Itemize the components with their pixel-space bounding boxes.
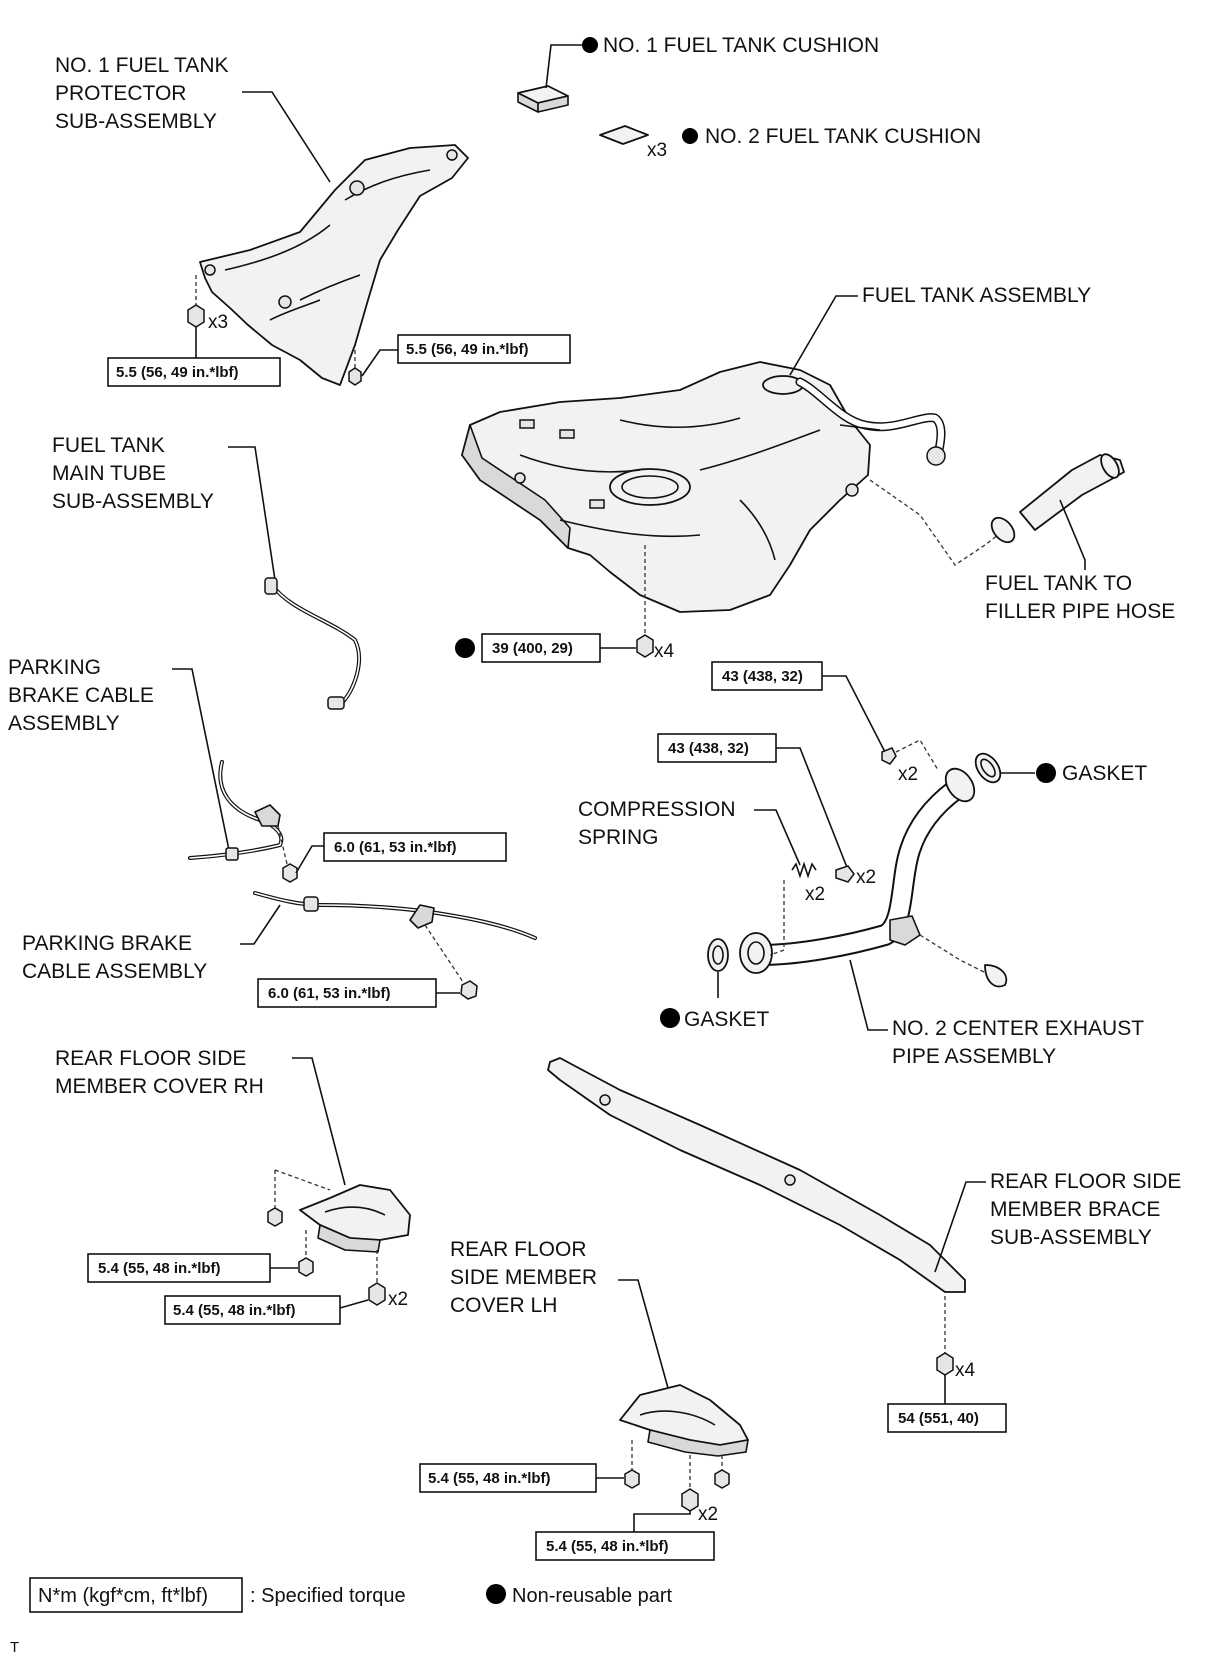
non-reusable-mark <box>660 1008 680 1028</box>
exhaust-label-line2: PIPE ASSEMBLY <box>892 1045 1056 1068</box>
bolt-icon <box>714 1469 730 1489</box>
main-tube-label-line1: FUEL TANK <box>52 434 165 457</box>
bolt-icon <box>298 1257 314 1277</box>
bolt-icon <box>624 1469 640 1489</box>
protector-left-torque: 5.5 (56, 49 in.*lbf) <box>116 364 239 381</box>
exhaust-upper-torque: 43 (438, 32) <box>722 668 803 685</box>
brace-torque: 54 (551, 40) <box>898 1410 979 1427</box>
lh-lower-torque: 5.4 (55, 48 in.*lbf) <box>546 1538 669 1555</box>
parking-brake-cable-upper: PARKING BRAKE CABLE ASSEMBLY 6.0 (61, 53… <box>8 656 507 883</box>
brace-bolts-multiplier: x4 <box>955 1360 976 1381</box>
bolt-icon <box>936 1352 954 1376</box>
legend-torque-box: N*m (kgf*cm, ft*lbf) <box>38 1585 208 1607</box>
legend-non-reusable: Non-reusable part <box>512 1585 673 1607</box>
brace-label-line1: REAR FLOOR SIDE <box>990 1170 1181 1193</box>
non-reusable-mark <box>455 638 475 658</box>
fuel-tank-assembly: FUEL TANK ASSEMBLY x4 39 (400, 29) <box>455 284 1091 663</box>
brace-label-line3: SUB-ASSEMBLY <box>990 1226 1152 1249</box>
parking-brake-cable-lower: 6.0 (61, 53 in.*lbf) PARKING BRAKE CABLE… <box>22 891 537 1008</box>
exhaust-label-line1: NO. 2 CENTER EXHAUST <box>892 1017 1144 1040</box>
brake-cable-1-label-line1: PARKING <box>8 656 101 679</box>
rh-bolts-multiplier: x2 <box>388 1289 408 1310</box>
tank-bolts-multiplier: x4 <box>654 641 675 662</box>
rear-floor-side-member-brace: REAR FLOOR SIDE MEMBER BRACE SUB-ASSEMBL… <box>547 1057 1181 1433</box>
protector-bolts-multiplier: x3 <box>208 312 228 333</box>
cover-lh-label-line2: SIDE MEMBER <box>450 1266 597 1289</box>
no1-fuel-tank-cushion: NO. 1 FUEL TANK CUSHION <box>517 34 879 113</box>
lh-upper-torque: 5.4 (55, 48 in.*lbf) <box>428 1470 551 1487</box>
exhaust-lower-torque: 43 (438, 32) <box>668 740 749 757</box>
filler-hose-label-line2: FILLER PIPE HOSE <box>985 600 1175 623</box>
non-reusable-mark <box>1036 763 1056 783</box>
spring-icon <box>791 861 817 879</box>
spring-label-line1: COMPRESSION <box>578 798 736 821</box>
fuel-tank-label: FUEL TANK ASSEMBLY <box>862 284 1091 307</box>
no2-cushion-multiplier: x3 <box>647 140 667 161</box>
legend: N*m (kgf*cm, ft*lbf) : Specified torque … <box>29 1577 673 1613</box>
exhaust-upper-bolts-multiplier: x2 <box>898 764 918 785</box>
non-reusable-mark <box>582 37 598 53</box>
rear-floor-side-member-cover-rh: REAR FLOOR SIDE MEMBER COVER RH 5.4 (55,… <box>55 1047 411 1325</box>
gasket-left-label: GASKET <box>684 1008 769 1031</box>
non-reusable-mark <box>486 1584 506 1604</box>
bolt-icon <box>835 865 855 883</box>
tank-torque: 39 (400, 29) <box>492 640 573 657</box>
exhaust-lower-bolts-multiplier: x2 <box>856 867 876 888</box>
no2-cushion-label: NO. 2 FUEL TANK CUSHION <box>705 125 981 148</box>
legend-torque-desc: : Specified torque <box>250 1585 406 1607</box>
brake-cable-1-label-line2: BRAKE CABLE <box>8 684 154 707</box>
brake-cable-1-label-line3: ASSEMBLY <box>8 712 120 735</box>
bolt-icon <box>681 1488 699 1512</box>
bolt-icon <box>187 304 205 328</box>
cable-upper-torque: 6.0 (61, 53 in.*lbf) <box>334 839 457 856</box>
cover-lh-label-line1: REAR FLOOR <box>450 1238 587 1261</box>
non-reusable-mark <box>682 128 698 144</box>
cover-rh-label-line2: MEMBER COVER RH <box>55 1075 264 1098</box>
spring-multiplier: x2 <box>805 884 825 905</box>
no2-fuel-tank-cushion: x3 NO. 2 FUEL TANK CUSHION <box>599 125 981 161</box>
rh-upper-torque: 5.4 (55, 48 in.*lbf) <box>98 1260 221 1277</box>
bolt-icon <box>881 747 897 765</box>
lh-bolts-multiplier: x2 <box>698 1504 718 1525</box>
brace-label-line2: MEMBER BRACE <box>990 1198 1160 1221</box>
protector-label-line1: NO. 1 FUEL TANK <box>55 54 229 77</box>
bolt-icon <box>282 863 298 883</box>
bolt-icon <box>460 980 478 1000</box>
cover-lh-label-line3: COVER LH <box>450 1294 557 1317</box>
no1-cushion-label: NO. 1 FUEL TANK CUSHION <box>603 34 879 57</box>
protector-label-line3: SUB-ASSEMBLY <box>55 110 217 133</box>
brake-cable-2-label-line1: PARKING BRAKE <box>22 932 192 955</box>
spring-label-line2: SPRING <box>578 826 659 849</box>
bolt-icon <box>368 1282 386 1306</box>
fuel-tank-main-tube: FUEL TANK MAIN TUBE SUB-ASSEMBLY <box>52 434 361 710</box>
no1-fuel-tank-protector: NO. 1 FUEL TANK PROTECTOR SUB-ASSEMBLY x… <box>55 54 571 387</box>
brake-cable-2-label-line2: CABLE ASSEMBLY <box>22 960 207 983</box>
main-tube-label-line3: SUB-ASSEMBLY <box>52 490 214 513</box>
bolt-icon <box>636 634 654 658</box>
bolt-icon <box>348 367 362 386</box>
footer-code: T <box>10 1639 19 1656</box>
gasket-right-label: GASKET <box>1062 762 1147 785</box>
bolt-icon <box>267 1207 283 1227</box>
protector-right-torque: 5.5 (56, 49 in.*lbf) <box>406 341 529 358</box>
rh-lower-torque: 5.4 (55, 48 in.*lbf) <box>173 1302 296 1319</box>
protector-label-line2: PROTECTOR <box>55 82 186 105</box>
no2-center-exhaust-pipe: GASKET GASKET 43 (438, 32) x2 43 (438, 3… <box>578 661 1147 1068</box>
fuel-tank-to-filler-pipe-hose: FUEL TANK TO FILLER PIPE HOSE <box>869 453 1175 623</box>
main-tube-label-line2: MAIN TUBE <box>52 462 166 485</box>
rear-floor-side-member-cover-lh: REAR FLOOR SIDE MEMBER COVER LH 5.4 (55,… <box>419 1238 749 1561</box>
cable-lower-torque: 6.0 (61, 53 in.*lbf) <box>268 985 391 1002</box>
filler-hose-label-line1: FUEL TANK TO <box>985 572 1132 595</box>
cover-rh-label-line1: REAR FLOOR SIDE <box>55 1047 246 1070</box>
